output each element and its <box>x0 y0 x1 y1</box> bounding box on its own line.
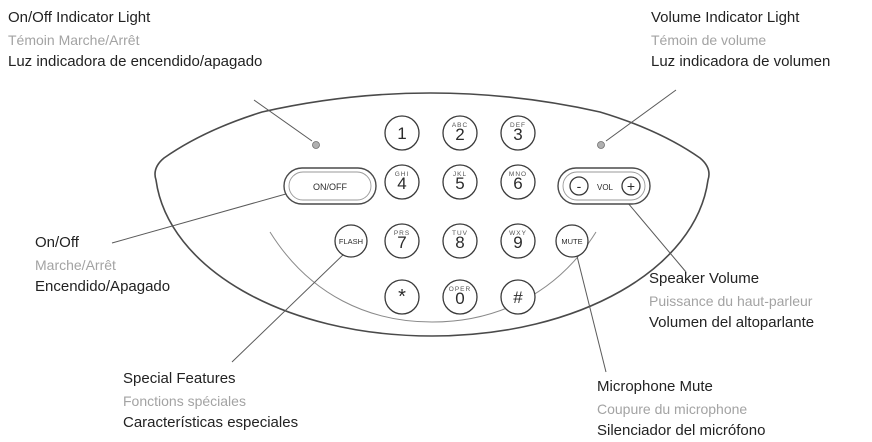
keypad-digit: * <box>398 286 406 308</box>
keypad-key-circle <box>500 279 536 315</box>
callout-onoff-light-es: Luz indicadora de encendido/apagado <box>8 53 263 70</box>
keypad-letters: PRS <box>394 230 410 237</box>
callout-speaker-volume-en: Speaker Volume <box>649 270 760 287</box>
keypad-letters: MNO <box>509 171 527 178</box>
keypad-digit: 9 <box>513 233 522 252</box>
keypad-key-circle <box>384 164 420 200</box>
keypad-key-circle <box>500 115 536 151</box>
keypad-digit: 2 <box>455 125 464 144</box>
callout-speaker-volume-es: Volumen del altoparlante <box>649 314 815 331</box>
callout-special-features-es: Características especiales <box>123 414 299 431</box>
keypad-digit: 5 <box>455 174 464 193</box>
callout-onoff-light-en: On/Off Indicator Light <box>8 9 151 26</box>
callout-onoff-light-fr: Témoin Marche/Arrêt <box>8 32 140 48</box>
keypad-letters: DEF <box>510 122 526 129</box>
callout-onoff-indicator-light: On/Off Indicator Light Témoin Marche/Arr… <box>8 7 262 73</box>
keypad-digit: 7 <box>397 233 406 252</box>
callout-speaker-volume: Speaker Volume Puissance du haut-parleur… <box>649 268 814 334</box>
onoff-button[interactable]: ON/OFF <box>283 167 377 205</box>
keypad-key-pound[interactable]: # <box>500 279 536 315</box>
callout-onoff-es: Encendido/Apagado <box>35 278 171 295</box>
callout-microphone-mute-en: Microphone Mute <box>597 378 713 395</box>
keypad-key-circle <box>442 279 478 315</box>
callout-microphone-mute-fr: Coupure du microphone <box>597 401 748 417</box>
volume-button-label: VOL <box>597 183 614 192</box>
phone-body-edge <box>269 231 597 323</box>
mute-button[interactable]: MUTE <box>555 224 589 258</box>
keypad-key-circle <box>500 223 536 259</box>
callout-special-features-fr: Fonctions spéciales <box>123 393 246 409</box>
keypad-key-1[interactable]: 1 <box>384 115 420 151</box>
keypad-digit: 3 <box>513 125 522 144</box>
onoff-button-label: ON/OFF <box>313 182 347 192</box>
callout-microphone-mute: Microphone Mute Coupure du microphone Si… <box>597 376 765 442</box>
keypad-digit: 0 <box>455 289 464 308</box>
callout-volume-light-fr: Témoin de volume <box>651 32 767 48</box>
callout-volume-light-es: Luz indicadora de volumen <box>651 53 831 70</box>
volume-up-label: + <box>627 178 635 194</box>
volume-up-button[interactable]: + <box>621 176 641 196</box>
volume-down-button[interactable]: - <box>569 176 589 196</box>
callout-onoff-fr: Marche/Arrêt <box>35 257 116 273</box>
leader-line-onoff-light <box>253 99 313 142</box>
mute-button-label: MUTE <box>561 237 582 246</box>
volume-indicator-light <box>597 141 605 149</box>
keypad-letters: TUV <box>452 230 468 237</box>
callout-volume-indicator-light: Volume Indicator Light Témoin de volume … <box>651 7 830 73</box>
keypad-digit: 6 <box>513 174 522 193</box>
keypad-digit: # <box>513 288 523 307</box>
onoff-indicator-light <box>312 141 320 149</box>
keypad-letters: WXY <box>509 230 527 237</box>
leader-line-onoff <box>111 189 301 244</box>
callout-special-features-en: Special Features <box>123 370 236 387</box>
keypad-key-circle <box>442 223 478 259</box>
volume-down-label: - <box>577 178 582 194</box>
keypad-key-circle <box>384 115 420 151</box>
leader-line-speaker-volume <box>621 195 687 273</box>
keypad-letters: GHI <box>395 171 410 178</box>
keypad-letters: JKL <box>453 171 467 178</box>
callout-onoff: On/Off Marche/Arrêt Encendido/Apagado <box>35 232 170 298</box>
leader-line-microphone-mute <box>575 251 607 373</box>
keypad-letters: OPER <box>449 286 471 293</box>
phone-body <box>154 92 710 337</box>
keypad-key-circle <box>442 164 478 200</box>
flash-button-label: FLASH <box>339 237 363 246</box>
keypad-digit: 8 <box>455 233 464 252</box>
leader-line-volume-light <box>605 89 677 142</box>
callout-microphone-mute-es: Silenciador del micrófono <box>597 422 766 439</box>
keypad-key-circle <box>384 279 420 315</box>
keypad-key-star[interactable]: * <box>384 279 420 315</box>
keypad-letters: ABC <box>452 122 468 129</box>
keypad-key-circle <box>384 223 420 259</box>
leader-line-special-features <box>231 251 347 363</box>
keypad-digit: 4 <box>397 174 406 193</box>
callout-special-features: Special Features Fonctions spéciales Car… <box>123 368 298 434</box>
keypad-key-circle <box>500 164 536 200</box>
keypad-key-circle <box>442 115 478 151</box>
keypad-digit: 1 <box>397 124 406 143</box>
callout-onoff-en: On/Off <box>35 234 79 251</box>
callout-speaker-volume-fr: Puissance du haut-parleur <box>649 293 813 309</box>
callout-volume-light-en: Volume Indicator Light <box>651 9 800 26</box>
flash-button[interactable]: FLASH <box>334 224 368 258</box>
